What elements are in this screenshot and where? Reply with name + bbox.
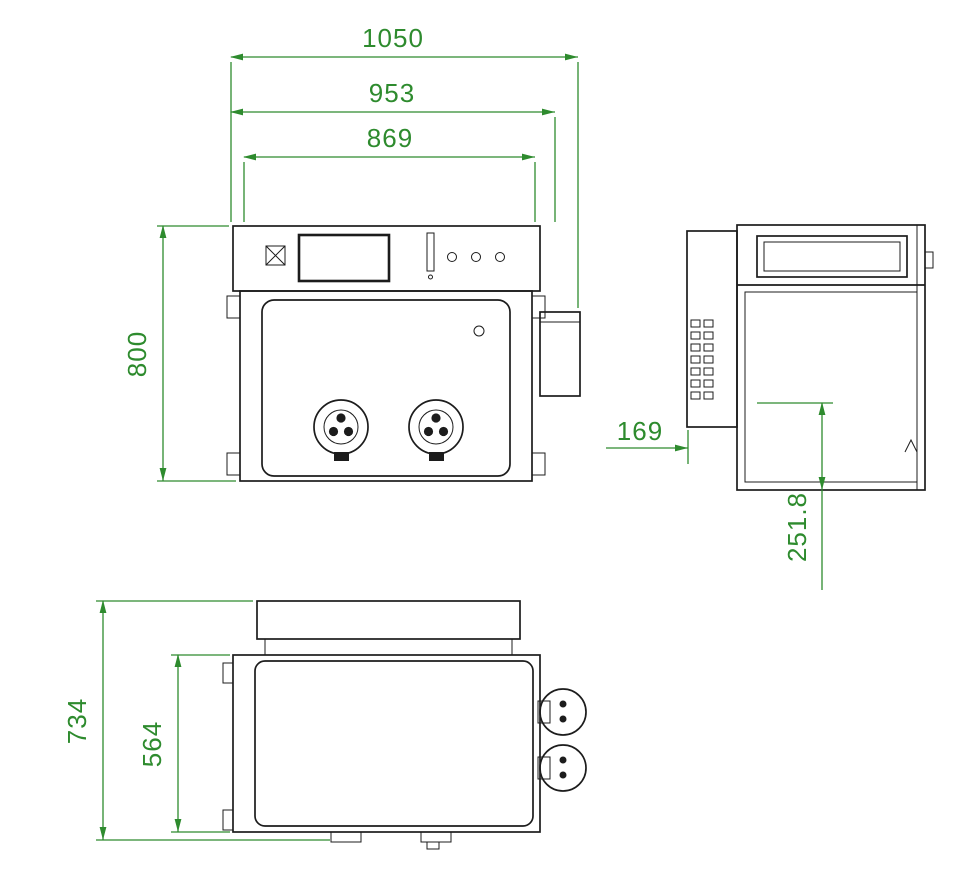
back-panel: [686, 230, 738, 428]
top-body: [232, 654, 541, 833]
dimension-label: 734: [62, 698, 92, 744]
dimension-top-depth-overall: 734: [62, 600, 330, 841]
dimension-front-height: 800: [122, 225, 236, 482]
port-trefoil-icon: [408, 399, 464, 461]
port-top-icon: [539, 744, 587, 792]
side-view: [686, 224, 934, 491]
mount-tab: [222, 809, 234, 831]
section-mark: [904, 438, 918, 453]
control-buttons: [447, 252, 505, 262]
logo-icon: [265, 245, 286, 266]
display-side-profile: [756, 235, 908, 278]
dimension-front-width-door: 869: [243, 123, 536, 222]
foot-pad: [426, 841, 440, 850]
dimension-front-width-overall: 1050: [230, 23, 579, 308]
mount-tab: [531, 452, 546, 476]
mount-tab: [531, 295, 546, 319]
port-trefoil-icon: [313, 399, 369, 461]
port-stub: [537, 700, 551, 724]
vent-grille-icon: [690, 319, 714, 400]
dimension-label: 564: [137, 721, 167, 767]
top-view: [222, 600, 587, 850]
foot-tab: [330, 831, 362, 843]
display-screen: [297, 233, 391, 283]
mount-tab: [226, 452, 241, 476]
mount-tab: [226, 295, 241, 319]
side-attachment: [539, 311, 581, 397]
slot-vent: [426, 232, 435, 272]
dimension-label: 869: [367, 123, 413, 153]
dimension-label: 800: [122, 331, 152, 377]
dimension-side-bottom-offset: 251.8: [757, 402, 833, 590]
front-body: [239, 290, 533, 482]
panel-top-profile: [256, 600, 521, 640]
dimension-side-back-depth: 169: [606, 416, 689, 464]
dimension-label: 169: [617, 416, 663, 446]
dimension-label: 251.8: [782, 492, 812, 562]
indicator-light: [473, 325, 485, 337]
slot-marker: [428, 274, 433, 280]
dimension-label: 953: [369, 78, 415, 108]
dimension-label: 1050: [362, 23, 424, 53]
foot-tab: [420, 831, 452, 843]
mount-tab: [222, 662, 234, 684]
dimension-top-depth-body: 564: [137, 654, 230, 833]
top-door-outline: [254, 660, 534, 827]
port-stub: [537, 756, 551, 780]
front-door: [261, 299, 511, 477]
port-top-icon: [539, 688, 587, 736]
front-view: [226, 225, 581, 482]
dimension-front-width-body: 953: [230, 78, 556, 222]
side-body: [736, 224, 926, 491]
hinge-stub: [924, 251, 934, 269]
